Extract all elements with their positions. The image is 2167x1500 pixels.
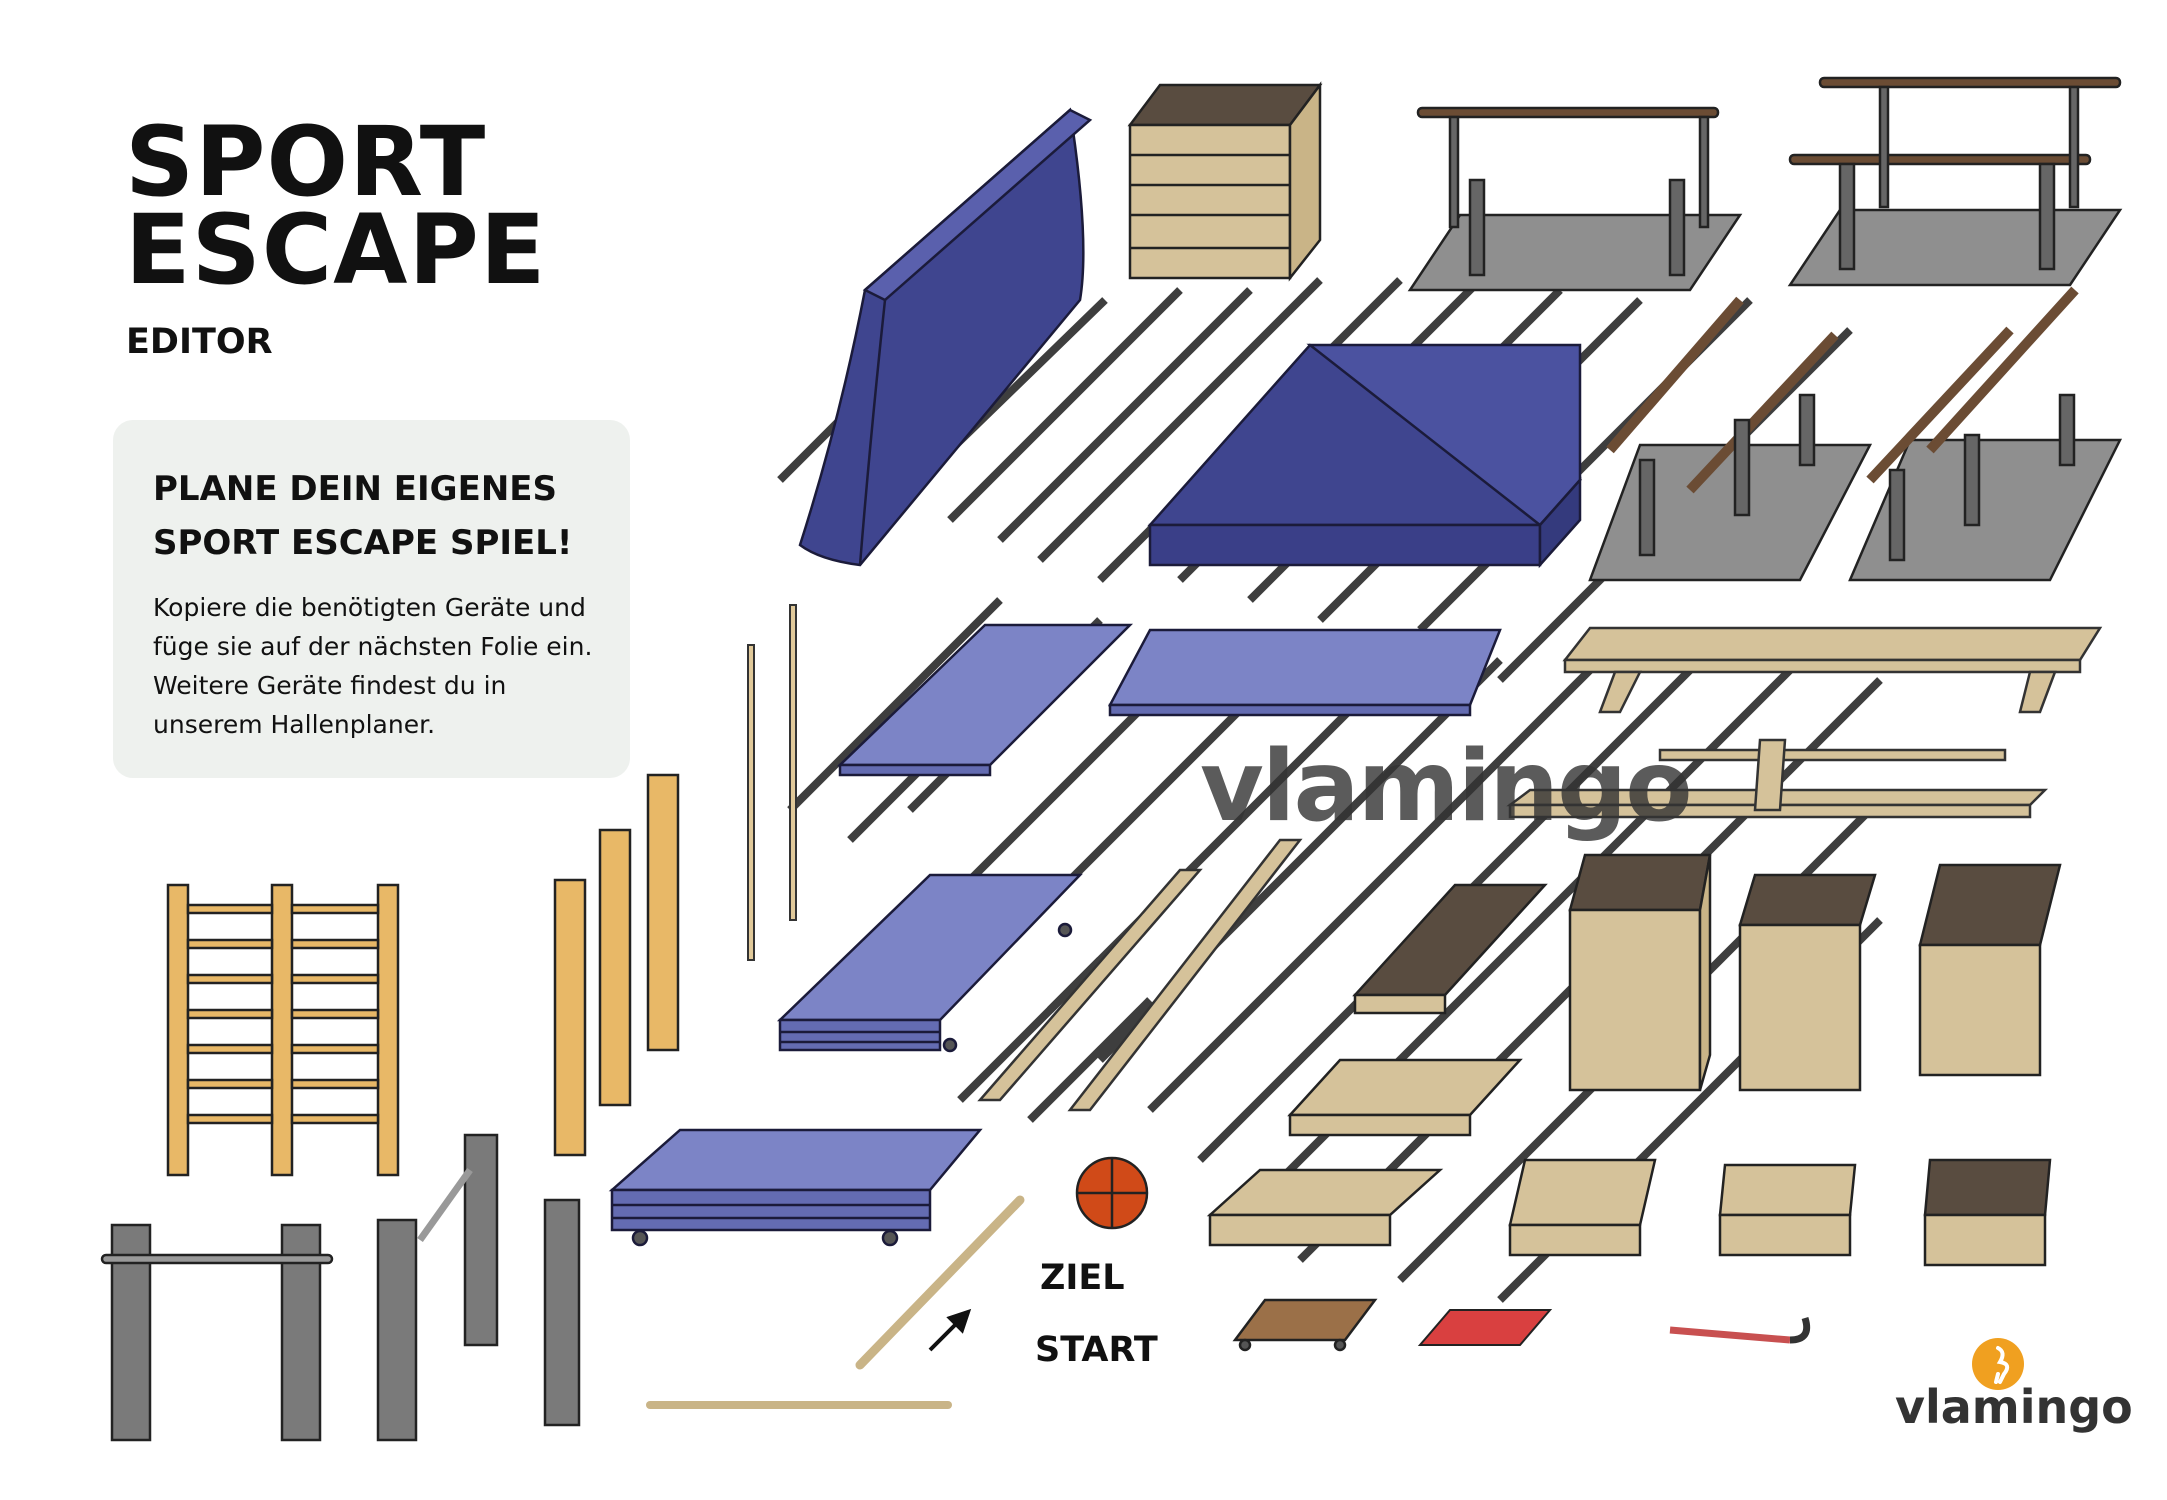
vaulting-box-icon <box>1127 81 1323 282</box>
mat-trolley-icon <box>776 873 1083 1053</box>
red-mat-icon <box>1417 1309 1553 1346</box>
hockey-stick-icon <box>1669 1316 1811 1344</box>
info-card: PLANE DEIN EIGENES SPORT ESCAPE SPIEL! K… <box>113 420 630 778</box>
parallel-bars-icon <box>1407 76 2123 292</box>
stick-icon <box>855 1195 1025 1370</box>
brand-logo: vlamingo <box>1895 1380 2133 1434</box>
box-segment-icon <box>1206 1058 2052 1267</box>
wedge-mat-icon <box>798 107 1093 567</box>
bench-icon <box>977 626 2103 1112</box>
goal-label: ZIEL <box>1040 1258 1125 1298</box>
watermark-logo: vlamingo <box>1200 730 1693 844</box>
basketball-icon <box>1075 1156 1149 1230</box>
mat-trolley-bottom-icon <box>608 1128 983 1247</box>
vaulting-box-stack-icon <box>1352 853 2062 1092</box>
arrow-icon <box>928 1308 972 1352</box>
page-title: SPORT ESCAPE <box>125 106 547 306</box>
start-label: START <box>1035 1330 1158 1370</box>
info-card-text: Kopiere die benötigten Geräte und füge s… <box>153 593 593 739</box>
page-subtitle: EDITOR <box>126 322 273 362</box>
parallel-bars-angled-icon <box>1588 286 2123 582</box>
info-card-heading: PLANE DEIN EIGENES SPORT ESCAPE SPIEL! <box>153 469 573 563</box>
wall-bars-icon <box>166 773 680 1177</box>
skateboard-icon <box>1232 1298 1378 1352</box>
high-bar-icon <box>100 1133 581 1442</box>
gym-mat-icon <box>836 623 1502 777</box>
flamingo-icon <box>1972 1338 2024 1390</box>
climbing-pole-icon <box>747 604 797 961</box>
crash-mat-icon <box>1147 343 1583 569</box>
